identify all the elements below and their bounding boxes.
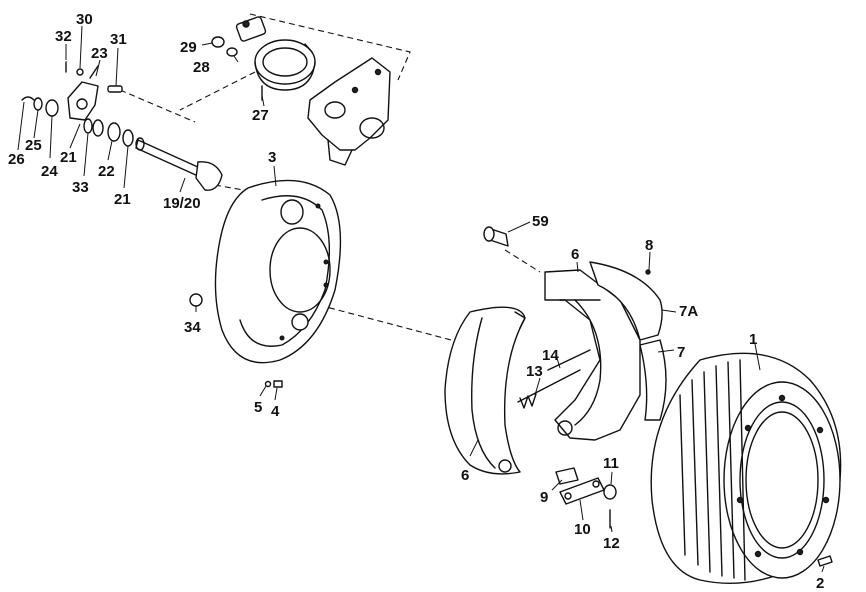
part-7-lining [639,339,667,421]
callout-21-lower: 21 [114,191,131,208]
part-24-seal [45,99,59,117]
callout-5: 5 [254,399,262,416]
part-22-seal [107,122,121,142]
callout-28: 28 [193,59,210,76]
part-11-nut [603,484,617,500]
part-2-screw [817,555,833,567]
part-3-backing-plate [214,179,342,364]
callout-34: 34 [184,319,201,336]
part-4-bolt [273,380,283,388]
callout-4: 4 [271,403,280,420]
callout-19-20: 19/20 [163,195,201,212]
part-6-brake-shoe-rear [544,269,641,441]
callout-3: 3 [268,149,276,166]
part-31-bolt [107,85,123,93]
part-9-pin [555,467,579,485]
cam-bracket [307,57,391,166]
part-8-rivet [645,269,651,275]
callout-59: 59 [532,213,549,230]
callout-21-upper: 21 [60,149,77,166]
callout-12: 12 [603,535,620,552]
part-5-washer [264,380,272,388]
part-1-brake-drum [650,352,842,584]
part-7a-lining [589,261,663,341]
part-13-spring [517,369,581,409]
part-33-washer [83,118,93,134]
callout-11: 11 [603,455,619,472]
callout-32: 32 [55,28,72,45]
part-23-slack-adjuster [67,65,99,121]
part-6-brake-shoe-front [444,306,526,475]
callout-29: 29 [180,39,197,56]
part-28-nut [226,47,238,57]
callout-6-rear-shoe: 6 [571,246,579,263]
part-59-roller [483,226,509,247]
part-21-bushing-a [92,119,104,137]
drum-cooling-fins [679,359,746,581]
callout-13: 13 [526,363,543,380]
callout-14: 14 [542,347,559,364]
part-27-brake-chamber [235,16,316,101]
part-26-clip [21,96,35,101]
callout-10: 10 [574,521,591,538]
callout-30: 30 [76,11,93,28]
callout-23: 23 [91,45,108,62]
part-34-plug [189,293,203,307]
callout-25: 25 [25,137,42,154]
callout-33: 33 [72,179,89,196]
part-14-spring [547,349,591,371]
leader-lines [17,25,825,573]
callout-24: 24 [41,163,58,180]
part-30-ring [76,68,84,76]
callout-27: 27 [252,107,269,124]
callout-labels: 1 2 3 4 5 6 6 7 7A 8 9 10 11 12 13 14 19… [8,11,824,592]
callout-31: 31 [110,31,127,48]
part-21-bushing-b [122,129,134,147]
part-25-washer [33,97,43,111]
callout-1: 1 [749,331,757,348]
callout-8: 8 [645,237,653,254]
part-19-20-camshaft [135,137,223,191]
callout-26: 26 [8,151,25,168]
callout-7: 7 [677,344,685,361]
callout-2: 2 [816,575,824,592]
part-29-nut [211,36,225,48]
callout-9: 9 [540,489,548,506]
callout-7a: 7A [679,303,698,320]
callout-22: 22 [98,163,115,180]
callout-6-front-shoe: 6 [461,467,469,484]
